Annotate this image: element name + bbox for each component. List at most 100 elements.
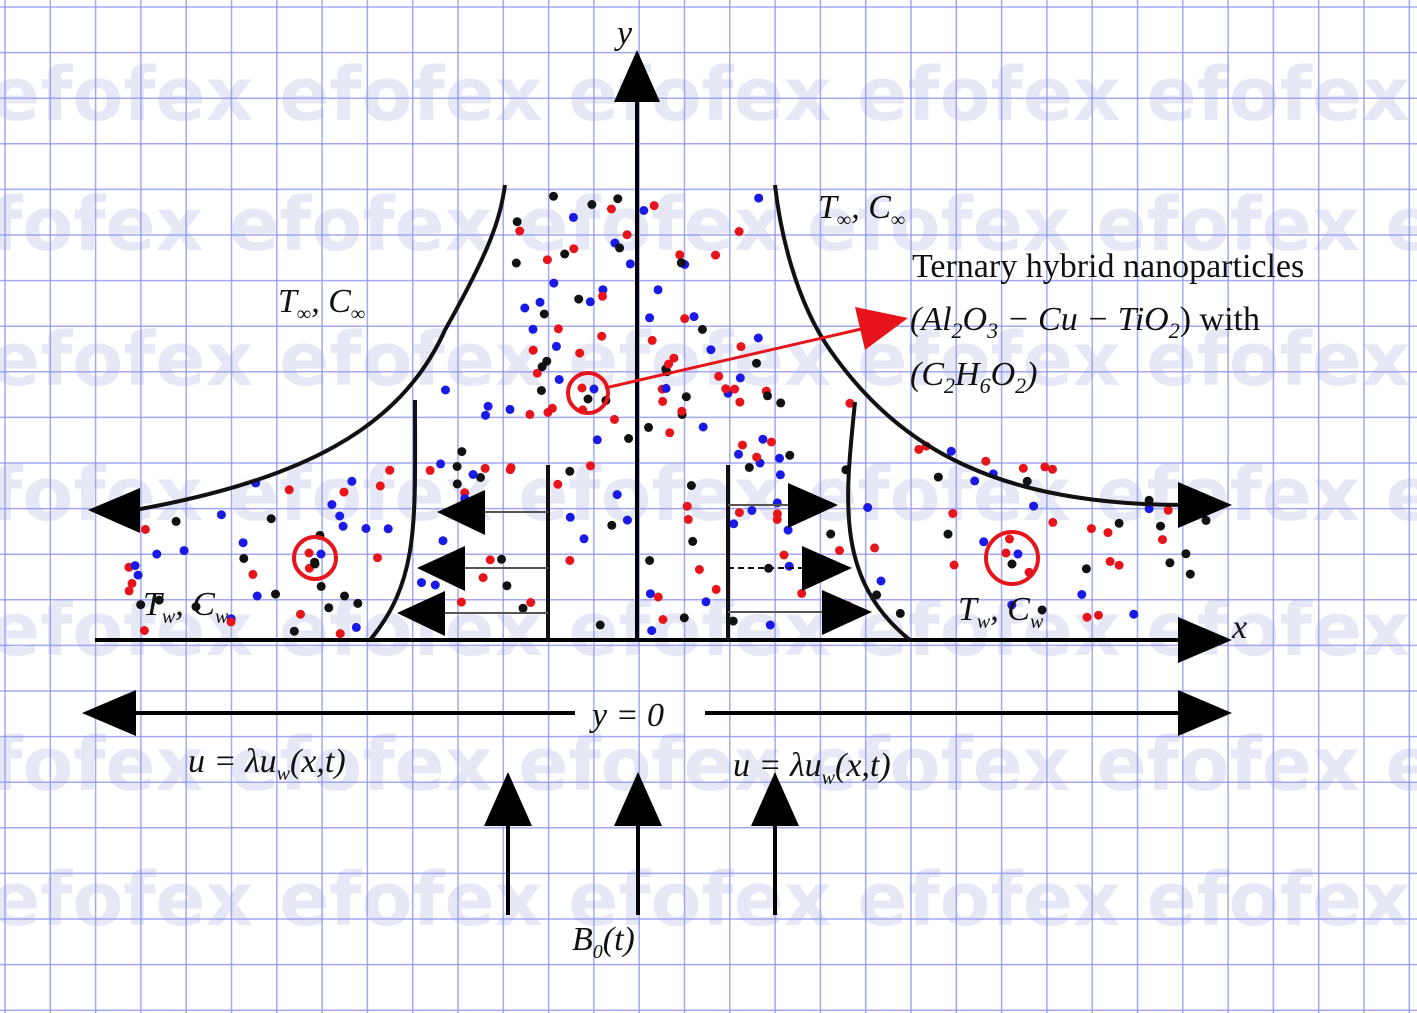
particle [752, 358, 761, 368]
particle [583, 394, 593, 404]
particle [1082, 612, 1092, 622]
particle [238, 538, 248, 548]
particle [385, 465, 395, 475]
particle [179, 546, 189, 556]
particle [226, 617, 236, 627]
particle [139, 626, 149, 635]
particle [772, 498, 782, 508]
particle [485, 555, 495, 565]
particle [528, 324, 538, 334]
particle [425, 465, 435, 475]
particle [658, 396, 668, 406]
particle [876, 576, 886, 586]
particle [1144, 504, 1154, 514]
particle [1013, 549, 1023, 559]
particle [483, 401, 493, 411]
particle [457, 447, 467, 457]
particle [1158, 535, 1167, 545]
particle [658, 615, 668, 624]
particle [1018, 463, 1028, 473]
particle [689, 312, 699, 322]
particle [612, 490, 622, 500]
particle [946, 446, 956, 456]
particle [1201, 515, 1211, 525]
particle [547, 403, 557, 413]
particle [585, 297, 595, 307]
particle [752, 452, 762, 462]
particle [598, 285, 608, 295]
particle [266, 514, 276, 524]
particle [339, 487, 349, 497]
particle [1103, 528, 1113, 538]
particle [680, 314, 690, 324]
particle [772, 509, 782, 519]
particle [575, 348, 585, 358]
particle [361, 524, 371, 533]
highlight-circles [292, 371, 1040, 586]
particle [675, 250, 685, 260]
particle [549, 191, 558, 201]
velocity-profile-left [397, 465, 550, 640]
x-axis [95, 617, 1232, 663]
particle [653, 285, 663, 295]
particle [417, 578, 426, 588]
particle [1086, 524, 1096, 534]
particle [1156, 521, 1165, 531]
particle [1001, 548, 1011, 558]
particle [639, 206, 649, 215]
particle [738, 440, 747, 450]
particle [441, 385, 450, 395]
particle [679, 613, 689, 623]
particle [589, 384, 599, 394]
particle [436, 459, 446, 469]
particle [532, 368, 542, 378]
particle [826, 529, 836, 539]
particle [870, 543, 880, 553]
watermark-text: efofex efofex efofex efofex efofex efofe… [0, 52, 1417, 138]
particle [949, 560, 959, 570]
particle [653, 592, 663, 602]
particle [248, 569, 258, 579]
particle [476, 473, 485, 482]
watermark-text: efofex efofex efofex efofex efofex efofe… [0, 317, 1417, 403]
particle [754, 193, 764, 203]
particle [747, 506, 757, 515]
particle [625, 259, 635, 269]
particle [1129, 609, 1139, 619]
particle [565, 555, 575, 565]
particle [845, 398, 855, 408]
particle [324, 603, 334, 613]
particle [535, 297, 545, 307]
velocity-profile-right [726, 465, 872, 640]
particle [549, 278, 559, 288]
particle [1181, 549, 1191, 559]
particle [714, 371, 724, 381]
particle [271, 589, 280, 599]
particle [553, 324, 563, 334]
particle [698, 422, 708, 432]
particle [735, 397, 745, 407]
particle [721, 384, 731, 394]
particle [694, 565, 704, 574]
particle [1007, 600, 1017, 610]
particle [560, 249, 570, 259]
particle [661, 383, 671, 393]
particle [1114, 518, 1124, 528]
particle [1185, 569, 1195, 579]
particle [456, 597, 466, 607]
particle [785, 450, 795, 460]
particle [686, 481, 696, 490]
right-flow-arrowhead [1178, 482, 1232, 528]
particle [664, 359, 674, 369]
particle [536, 386, 546, 395]
particle [1094, 610, 1103, 620]
particle [542, 255, 552, 265]
nanoparticle-composition: (Al2O3 − Cu − TiO2) with [910, 301, 1260, 343]
particle [767, 437, 776, 447]
particle [835, 546, 844, 555]
particle [130, 561, 140, 571]
particle [613, 194, 623, 204]
particle [542, 356, 552, 366]
base-fluid: (C2H6O2) [910, 356, 1037, 398]
particle [779, 550, 789, 560]
